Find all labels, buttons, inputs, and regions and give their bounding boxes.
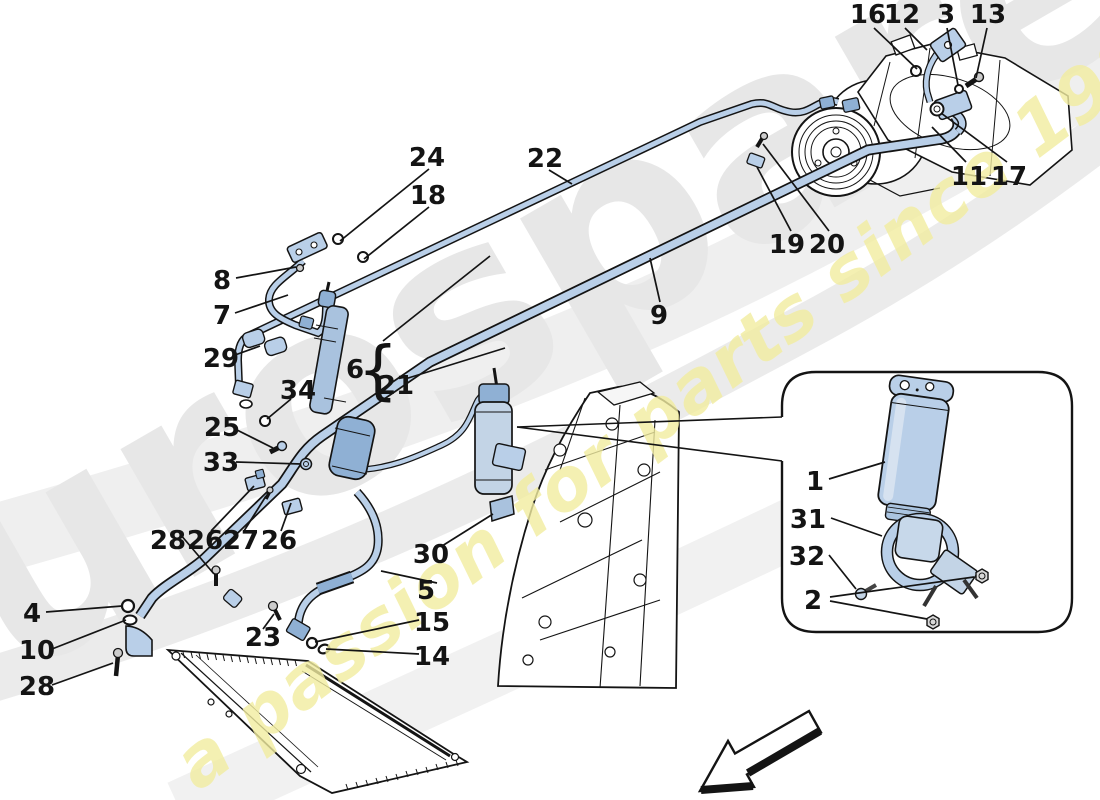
o-ring-4	[120, 598, 136, 614]
bolt-28b	[113, 654, 121, 677]
direction-arrow	[697, 709, 823, 794]
callout-7[interactable]: 7	[213, 301, 231, 331]
callout-32[interactable]: 32	[789, 542, 825, 572]
small-fittings	[112, 27, 985, 677]
nut-2a	[975, 568, 989, 584]
chassis-plate	[497, 381, 680, 689]
callout-25[interactable]: 25	[204, 413, 240, 443]
condenser-radiator	[165, 648, 470, 794]
clamp-stud	[962, 578, 979, 600]
o-ring-18	[357, 251, 369, 263]
nut-2b	[926, 614, 940, 630]
callout-29[interactable]: 29	[203, 344, 239, 374]
callout-9[interactable]: 9	[650, 301, 668, 331]
refrigerant-pipes	[135, 47, 967, 631]
o-ring-17	[929, 101, 945, 117]
bolt-8	[295, 263, 305, 273]
callout-33[interactable]: 33	[203, 448, 239, 478]
o-ring-12	[910, 65, 922, 77]
callout-1[interactable]: 1	[806, 467, 824, 497]
callout-24[interactable]: 24	[409, 143, 445, 173]
o-ring-15	[305, 636, 319, 650]
callout-18[interactable]: 18	[410, 181, 446, 211]
o-ring-14	[317, 643, 331, 655]
callout-11[interactable]: 11	[951, 162, 987, 192]
callout-5[interactable]: 5	[417, 576, 435, 606]
receiver-drier-main	[474, 383, 527, 495]
callout-2[interactable]: 2	[804, 586, 822, 616]
callout-34[interactable]: 34	[280, 376, 316, 406]
muffler-accumulator	[309, 281, 376, 481]
clamp-stud	[922, 584, 938, 608]
callout-28a[interactable]: 28	[150, 526, 186, 556]
union-26b	[281, 497, 303, 516]
callout-21[interactable]: 21	[378, 371, 414, 401]
callout-8[interactable]: 8	[213, 266, 231, 296]
callout-10[interactable]: 10	[19, 636, 55, 666]
callout-26b[interactable]: 26	[261, 526, 297, 556]
callout-22[interactable]: 22	[527, 144, 563, 174]
leader-lines	[45, 27, 1008, 686]
callout-15[interactable]: 15	[414, 608, 450, 638]
callout-brace: {	[358, 334, 399, 408]
callout-17[interactable]: 17	[991, 162, 1027, 192]
pipe5-end-fitting	[285, 618, 311, 642]
washer-3	[954, 84, 964, 94]
detail-wedge-lines	[516, 416, 783, 462]
callout-30[interactable]: 30	[413, 540, 449, 570]
callout-16[interactable]: 16	[850, 0, 886, 30]
pipe-end-fitting	[232, 379, 254, 399]
inset-detail-box	[516, 370, 1074, 634]
callout-26a[interactable]: 26	[187, 526, 223, 556]
callout-20[interactable]: 20	[809, 230, 845, 260]
callout-13[interactable]: 13	[970, 0, 1006, 30]
callout-3[interactable]: 3	[937, 0, 955, 30]
callout-12[interactable]: 12	[884, 0, 920, 30]
callout-19[interactable]: 19	[769, 230, 805, 260]
callout-labels: 16 12 3 13 11 17 22 9 19 20 24 18 8 7 29…	[19, 0, 1027, 702]
callout-4[interactable]: 4	[23, 599, 41, 629]
drier-lower-cup	[894, 515, 944, 563]
callout-31[interactable]: 31	[790, 505, 826, 535]
callout-28b[interactable]: 28	[19, 672, 55, 702]
condenser-elbow	[125, 625, 153, 657]
pipe-clip-19	[746, 152, 766, 169]
washer-10	[122, 614, 138, 626]
pipe-clamp-29	[241, 328, 266, 349]
callout-23[interactable]: 23	[245, 623, 281, 653]
callout-14[interactable]: 14	[414, 642, 450, 672]
pipe-clamp	[222, 588, 243, 608]
nut-33	[299, 457, 313, 471]
callout-6[interactable]: 6	[346, 355, 364, 385]
callout-27[interactable]: 27	[223, 526, 259, 556]
